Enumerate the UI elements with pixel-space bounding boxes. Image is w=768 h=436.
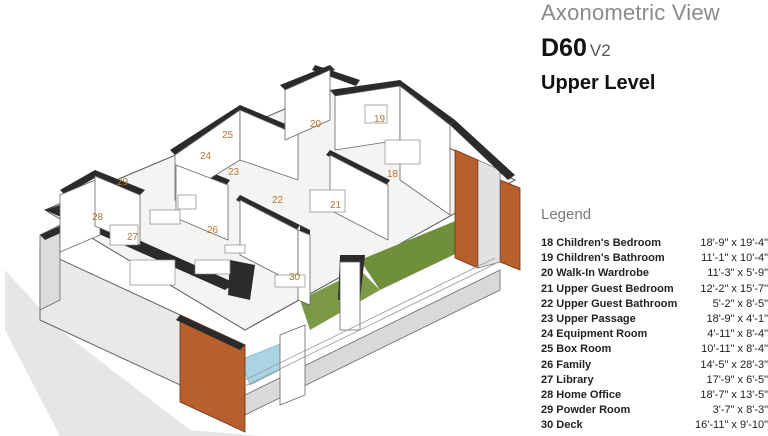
legend-title: Legend bbox=[541, 206, 592, 223]
legend-room-name: 25 Box Room bbox=[541, 343, 612, 356]
legend-room-name: 30 Deck bbox=[541, 419, 583, 432]
furniture bbox=[109, 104, 421, 288]
legend-item: 29 Powder Room 3'-7" x 8'-3" bbox=[541, 403, 768, 418]
legend-room-name: 19 Children's Bathroom bbox=[541, 252, 665, 265]
room-label-27: 27 bbox=[127, 232, 139, 243]
legend-room-name: 29 Powder Room bbox=[541, 404, 631, 417]
legend-list: 18 Children's Bedroom 18'-9" x 19'-4" 19 … bbox=[541, 236, 768, 433]
room-label-30: 30 bbox=[289, 272, 301, 283]
legend-room-dimensions: 16'-11" x 9'-10" bbox=[695, 419, 768, 432]
legend-room-name: 24 Equipment Room bbox=[541, 328, 648, 341]
brick-wall-right-end bbox=[499, 179, 521, 271]
legend-item: 30 Deck 16'-11" x 9'-10" bbox=[541, 418, 768, 433]
room-label-19: 19 bbox=[374, 114, 386, 125]
legend-item: 22 Upper Guest Bathroom 5'-2" x 8'-5" bbox=[541, 297, 768, 312]
slatted-screen bbox=[477, 159, 501, 269]
legend-item: 21 Upper Guest Bedroom 12'-2" x 15'-7" bbox=[541, 282, 768, 297]
view-subtitle: Axonometric View bbox=[541, 0, 720, 25]
legend-room-dimensions: 11'-1" x 10'-4" bbox=[701, 252, 768, 265]
axonometric-floor-plan: 18 19 20 21 22 23 24 25 26 27 28 29 30 bbox=[5, 65, 521, 436]
legend-item: 24 Equipment Room 4'-11" x 8'-4" bbox=[541, 327, 768, 342]
level-title: Upper Level bbox=[541, 72, 656, 94]
legend-room-name: 23 Upper Passage bbox=[541, 312, 636, 325]
legend-room-name: 18 Children's Bedroom bbox=[541, 237, 661, 249]
room-label-24: 24 bbox=[200, 151, 212, 162]
legend-item: 26 Family 14'-5" x 28'-3" bbox=[541, 358, 768, 373]
legend-room-name: 26 Family bbox=[541, 358, 592, 371]
legend-room-dimensions: 10'-11" x 8'-4" bbox=[701, 343, 768, 356]
room-label-18: 18 bbox=[387, 169, 399, 180]
legend-room-dimensions: 3'-7" x 8'-3" bbox=[712, 404, 768, 417]
legend-room-name: 20 Walk-In Wardrobe bbox=[541, 267, 649, 280]
legend-room-name: 28 Home Office bbox=[541, 388, 622, 401]
room-label-28: 28 bbox=[92, 212, 104, 223]
room-label-23: 23 bbox=[228, 167, 240, 178]
legend-room-dimensions: 4'-11" x 8'-4" bbox=[707, 328, 768, 341]
room-label-26: 26 bbox=[207, 225, 219, 236]
legend-room-dimensions: 12'-2" x 15'-7" bbox=[700, 282, 768, 295]
legend-item: 25 Box Room 10'-11" x 8'-4" bbox=[541, 342, 768, 357]
legend-room-name: 22 Upper Guest Bathroom bbox=[541, 297, 678, 310]
legend-room-dimensions: 18'-9" x 19'-4" bbox=[700, 237, 768, 249]
room-label-21: 21 bbox=[330, 200, 342, 211]
ground-shadow bbox=[5, 270, 260, 436]
legend-item: 20 Walk-In Wardrobe 11'-3" x 5'-9" bbox=[541, 266, 768, 281]
model-name: D60 bbox=[541, 34, 587, 62]
legend-room-dimensions: 18'-7" x 13'-5" bbox=[700, 388, 768, 401]
legend-room-dimensions: 11'-3" x 5'-9" bbox=[707, 267, 768, 280]
legend-item: 28 Home Office 18'-7" x 13'-5" bbox=[541, 388, 768, 403]
room-label-25: 25 bbox=[222, 130, 234, 141]
left-end-facade bbox=[39, 224, 61, 311]
room-label-22: 22 bbox=[272, 195, 284, 206]
room-label-29: 29 bbox=[117, 177, 129, 188]
legend-room-name: 21 Upper Guest Bedroom bbox=[541, 282, 674, 295]
brick-wall-right bbox=[454, 149, 479, 269]
legend-room-dimensions: 14'-5" x 28'-3" bbox=[700, 358, 768, 371]
room-label-20: 20 bbox=[310, 119, 322, 130]
legend-room-name: 27 Library bbox=[541, 373, 594, 386]
railings bbox=[244, 257, 496, 387]
legend-item: 23 Upper Passage 18'-9" x 4'-1" bbox=[541, 312, 768, 327]
legend-room-dimensions: 18'-9" x 4'-1" bbox=[706, 312, 768, 325]
interior-walls bbox=[59, 69, 451, 406]
model-version: V2 bbox=[589, 41, 611, 60]
legend-item: 18 Children's Bedroom 18'-9" x 19'-4" bbox=[541, 236, 768, 251]
legend-item: 27 Library 17'-9" x 6'-5" bbox=[541, 373, 768, 388]
legend-item: 19 Children's Bathroom 11'-1" x 10'-4" bbox=[541, 251, 768, 266]
legend-room-dimensions: 5'-2" x 8'-5" bbox=[712, 297, 768, 310]
legend-room-dimensions: 17'-9" x 6'-5" bbox=[706, 373, 768, 386]
